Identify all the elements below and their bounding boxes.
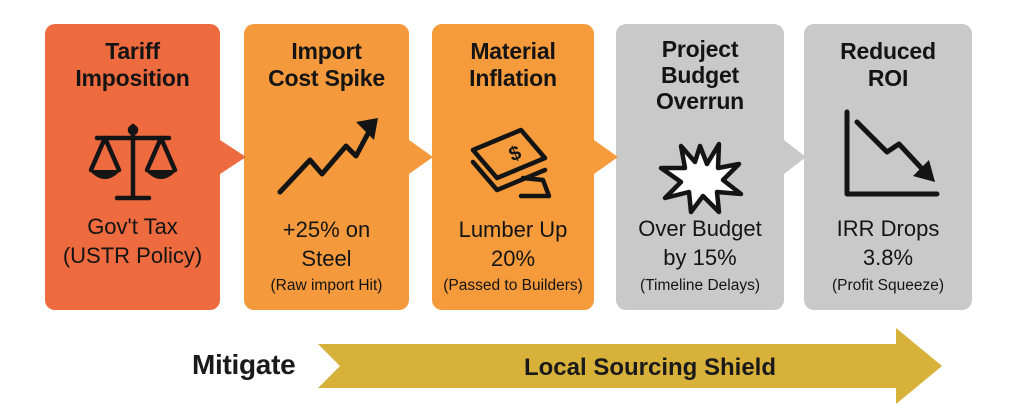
mitigation-label: Local Sourcing Shield (523, 354, 777, 381)
mitigation-arrow (318, 328, 942, 404)
stage-detail: +25% on Steel (282, 217, 371, 271)
stage-note: (Raw import Hit) (270, 277, 383, 294)
flow-arrow (784, 140, 806, 174)
mitigate-label: Mitigate (192, 349, 296, 380)
stage-card-reduced-roi: Reduced ROI IRR Drops 3.8% (Profit Squee… (804, 24, 972, 310)
stage-card-material-inflation: Material Inflation $ Lumber Up 20% (Pass… (432, 24, 594, 310)
money-icon: $ (432, 120, 594, 206)
stage-detail: Over Budget by 15% (638, 216, 762, 270)
stage-card-project-budget-overrun: Project Budget Overrun Over Budget by 15… (616, 24, 784, 310)
svg-text:$: $ (506, 142, 525, 167)
flow-arrow (220, 140, 246, 174)
stage-card-tariff-imposition: Tariff Imposition Gov't Tax (USTR Policy… (45, 24, 220, 310)
stage-title: Project Budget Overrun (655, 36, 745, 114)
stage-title: Material Inflation (469, 38, 557, 91)
stage-title: Tariff Imposition (75, 38, 190, 91)
stage-note: (Timeline Delays) (639, 277, 760, 294)
stage-title: Import Cost Spike (268, 38, 385, 91)
stage-card-import-cost-spike: Import Cost Spike +25% on Steel (Raw imp… (244, 24, 409, 310)
trend-up-icon (244, 112, 409, 198)
burst-icon (616, 136, 784, 216)
stage-note: (Passed to Builders) (443, 277, 583, 294)
flow-arrow (594, 140, 618, 174)
stage-title: Reduced ROI (840, 38, 936, 91)
flow-arrow (409, 140, 433, 174)
stage-detail: IRR Drops 3.8% (836, 216, 940, 270)
trend-down-icon (804, 108, 972, 200)
stage-detail: Gov't Tax (USTR Policy) (62, 214, 203, 268)
stage-detail: Lumber Up 20% (458, 217, 568, 271)
scales-icon (45, 122, 220, 204)
stage-note: (Profit Squeeze) (832, 277, 944, 294)
